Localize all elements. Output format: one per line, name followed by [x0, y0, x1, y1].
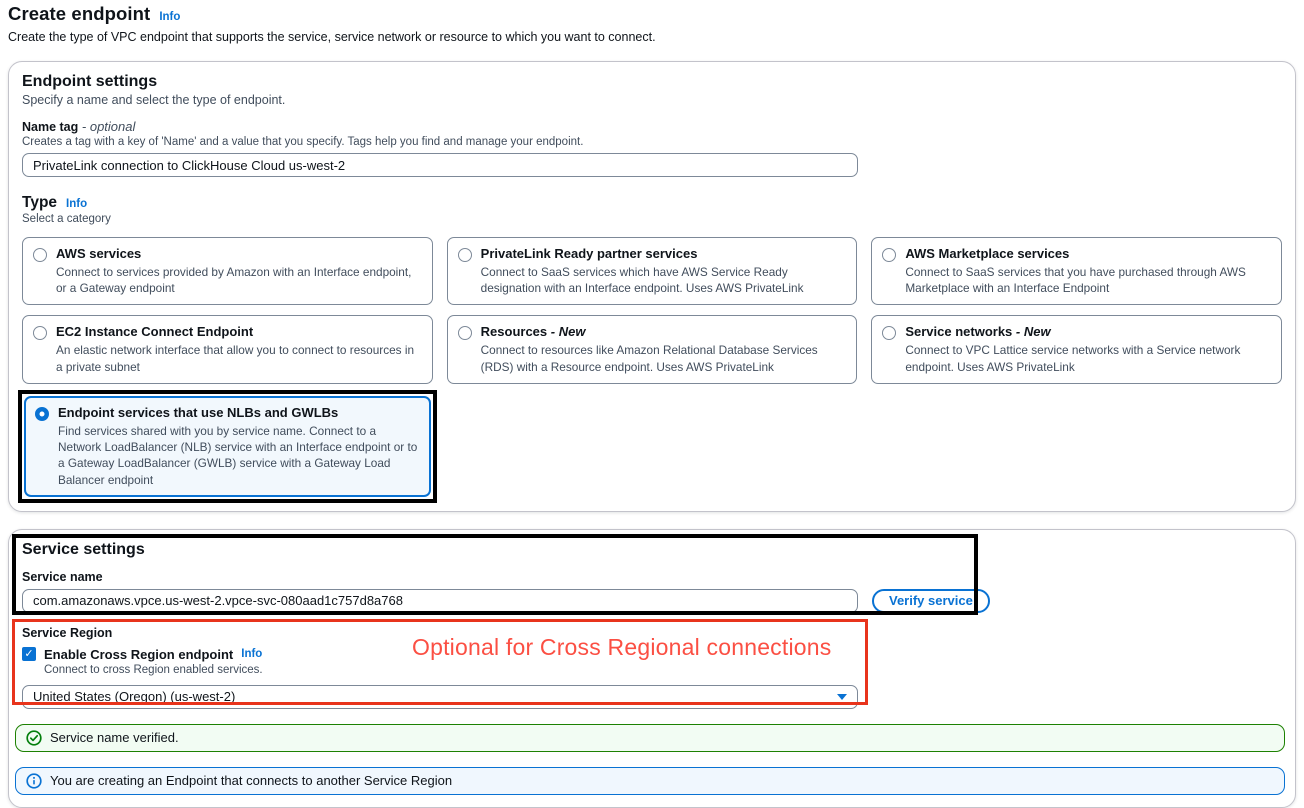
tile-description: Connect to SaaS services that you have p…	[905, 264, 1246, 296]
service-settings-card: Service settings Service name Verify ser…	[8, 528, 1296, 808]
name-tag-description: Creates a tag with a key of 'Name' and a…	[22, 136, 584, 148]
radio-icon[interactable]	[882, 326, 897, 341]
page-header: Create endpoint Info	[8, 3, 1296, 25]
check-circle-icon	[26, 730, 42, 746]
cross-region-checkbox-label: Enable Cross Region endpoint	[44, 646, 234, 662]
tile-description: Connect to SaaS services which have AWS …	[480, 264, 804, 296]
service-region-selected-value: United States (Oregon) (us-west-2)	[33, 689, 236, 705]
tile-description: Connect to resources like Amazon Relatio…	[480, 343, 818, 374]
tile-aws-services[interactable]: AWS services Connect to services provide…	[22, 237, 433, 306]
radio-icon[interactable]	[33, 326, 47, 341]
cross-region-description: Connect to cross Region enabled services…	[44, 663, 263, 676]
service-verified-text: Service name verified.	[50, 730, 179, 746]
name-tag-optional-label: - optional	[81, 119, 136, 134]
tile-new-badge: - New	[550, 324, 586, 340]
annotation-box-selected-tile: Endpoint services that use NLBs and GWLB…	[18, 389, 437, 503]
type-subtitle: Select a category	[22, 213, 111, 225]
service-settings-title: Service settings	[22, 540, 145, 558]
cross-region-checkbox-row: ✓ Enable Cross Region endpoint Info	[22, 647, 1282, 662]
tile-title: Service networks - New	[905, 324, 1051, 340]
radio-selected-icon[interactable]	[35, 406, 49, 421]
tile-endpoint-services-nlb-gwlb[interactable]: Endpoint services that use NLBs and GWLB…	[24, 395, 431, 497]
service-name-input[interactable]	[22, 588, 858, 613]
service-name-label: Service name	[22, 569, 103, 584]
page-info-link[interactable]: Info	[159, 11, 181, 23]
service-verified-alert: Service name verified.	[15, 723, 1285, 752]
info-circle-icon	[26, 773, 42, 789]
name-tag-label: Name tag	[22, 120, 79, 134]
type-options-grid: AWS services Connect to services provide…	[18, 237, 1282, 503]
cross-region-info-alert: You are creating an Endpoint that connec…	[15, 766, 1285, 795]
endpoint-settings-card: Endpoint settings Specify a name and sel…	[8, 61, 1296, 512]
service-name-row: Verify service	[22, 584, 1282, 613]
type-label: Type	[22, 194, 58, 211]
tile-title: Endpoint services that use NLBs and GWLB…	[58, 404, 339, 420]
tile-aws-marketplace-services[interactable]: AWS Marketplace services Connect to SaaS…	[871, 237, 1282, 306]
tile-title: EC2 Instance Connect Endpoint	[56, 324, 254, 340]
tile-resources[interactable]: Resources - New Connect to resources lik…	[446, 315, 858, 384]
tile-new-badge: - New	[1015, 324, 1051, 340]
page-description: Create the type of VPC endpoint that sup…	[8, 30, 656, 44]
name-tag-field: Name tag - optional Creates a tag with a…	[22, 119, 1282, 177]
tile-description: Connect to VPC Lattice service networks …	[905, 343, 1241, 374]
tile-privatelink-partner-services[interactable]: PrivateLink Ready partner services Conne…	[446, 237, 858, 306]
tile-title: PrivateLink Ready partner services	[480, 246, 698, 261]
tile-title: AWS Marketplace services	[905, 246, 1070, 261]
tile-title: AWS services	[56, 246, 142, 261]
endpoint-settings-subtitle: Specify a name and select the type of en…	[22, 93, 286, 107]
page-title: Create endpoint	[8, 3, 151, 24]
service-region-select[interactable]: United States (Oregon) (us-west-2)	[22, 684, 858, 709]
type-info-link[interactable]: Info	[66, 198, 88, 210]
cross-region-info-text: You are creating an Endpoint that connec…	[50, 773, 453, 789]
endpoint-settings-title: Endpoint settings	[22, 73, 158, 90]
tile-title: Resources - New	[480, 324, 586, 340]
tile-description: An elastic network interface that allow …	[56, 343, 415, 374]
cross-region-info-link[interactable]: Info	[241, 648, 263, 661]
radio-icon[interactable]	[882, 248, 897, 262]
chevron-down-icon	[837, 693, 847, 700]
tile-ec2-instance-connect[interactable]: EC2 Instance Connect Endpoint An elastic…	[22, 315, 433, 384]
cross-region-checkbox[interactable]: ✓	[22, 647, 36, 662]
radio-icon[interactable]	[457, 326, 472, 341]
tile-description: Find services shared with you by service…	[58, 423, 418, 487]
service-region-label: Service Region	[22, 625, 113, 640]
verify-service-button[interactable]: Verify service	[872, 588, 990, 613]
type-section-header: Type Info	[22, 194, 1282, 212]
radio-icon[interactable]	[457, 248, 472, 262]
tile-description: Connect to services provided by Amazon w…	[56, 264, 412, 296]
radio-icon[interactable]	[33, 248, 47, 262]
name-tag-input[interactable]	[22, 153, 858, 177]
tile-service-networks[interactable]: Service networks - New Connect to VPC La…	[871, 315, 1282, 384]
